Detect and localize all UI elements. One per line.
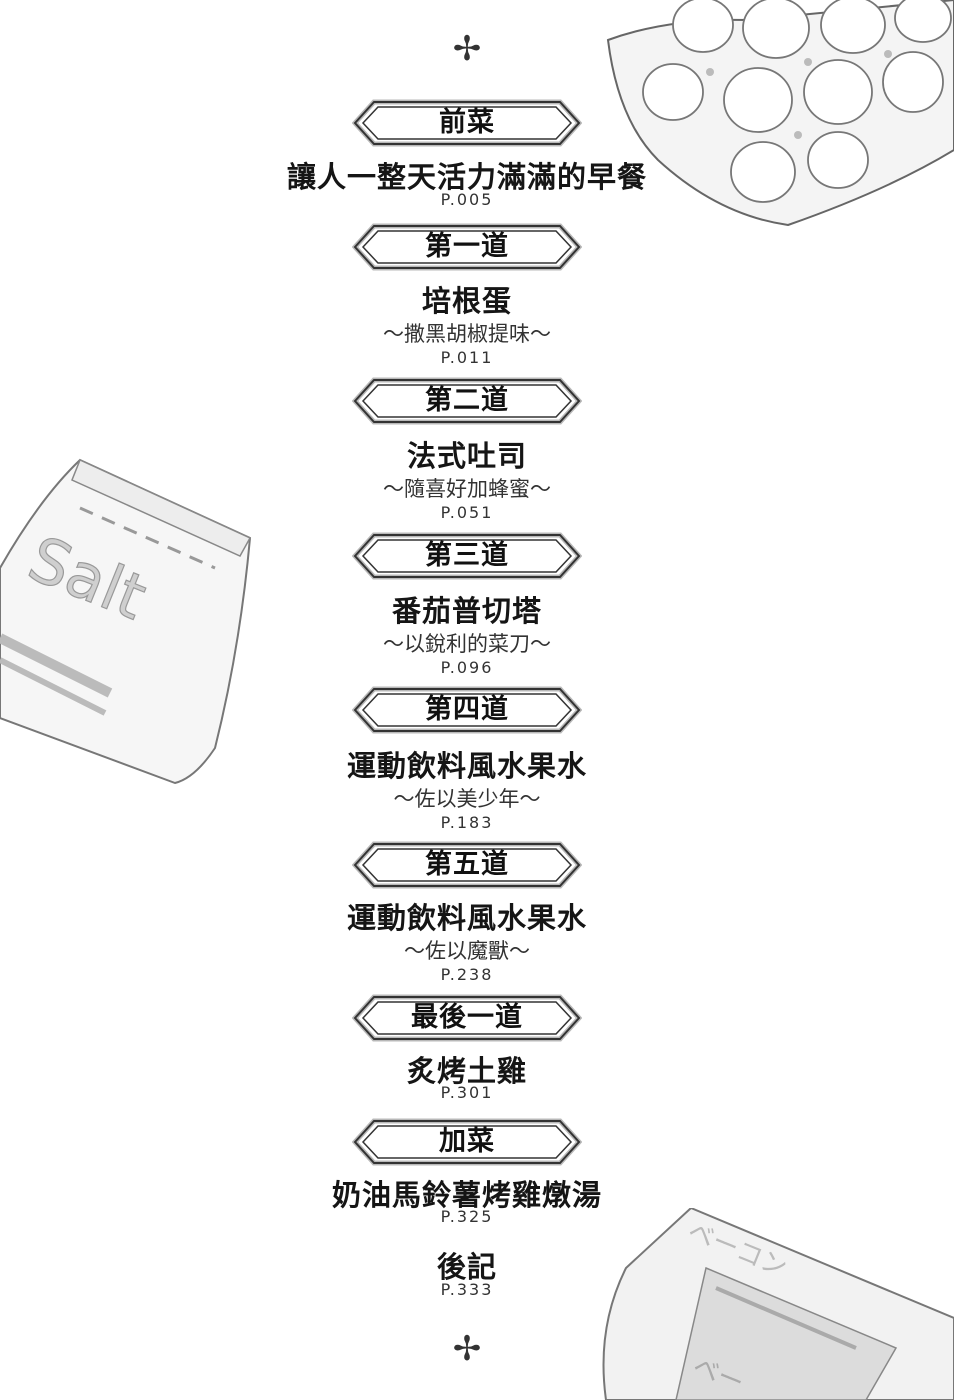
afterword-title: 後記 [436,1250,497,1284]
section-banner: 前菜 [352,99,582,147]
chapter-title: 番茄普切塔 [391,594,542,628]
page-number: P.301 [440,1083,494,1102]
chapter-subtitle: ～隨喜好加蜂蜜～ [383,477,551,501]
section-banner: 第一道 [352,223,582,271]
afterword-page-number: P.333 [440,1280,494,1299]
chapter-title: 法式吐司 [406,439,527,473]
bacon-package-illustration: ベーコン ベー [602,1208,954,1400]
section-banner: 第二道 [352,377,582,425]
top-star-ornament: ✢ [452,29,482,69]
section-banner: 最後一道 [352,994,582,1042]
chapter-subtitle: ～以銳利的菜刀～ [383,632,551,656]
chapter-title: 培根蛋 [421,284,512,318]
page-number: P.096 [440,658,494,677]
section-banner-label: 第四道 [425,694,509,725]
page-number: P.238 [440,965,494,984]
chapter-title: 運動飲料風水果水 [346,749,587,783]
section-banner-label: 第三道 [425,540,509,571]
page-number: P.005 [440,190,494,209]
chapter-subtitle: ～佐以魔獸～ [404,939,530,963]
chapter-title: 讓人一整天活力滿滿的早餐 [286,160,647,194]
chapter-title: 炙烤土雞 [406,1054,527,1088]
bottom-star-ornament: ✢ [452,1329,482,1369]
egg-carton-illustration [606,0,954,227]
section-banner: 第四道 [352,686,582,734]
salt-bag-illustration: Salt [0,458,252,785]
chapter-title: 運動飲料風水果水 [346,901,587,935]
section-banner-label: 加菜 [439,1126,495,1157]
chapter-title: 奶油馬鈴薯烤雞燉湯 [331,1178,602,1212]
chapter-subtitle: ～佐以美少年～ [393,787,541,811]
section-banner: 第五道 [352,841,582,889]
section-banner: 加菜 [352,1118,582,1166]
page-number: P.183 [440,813,494,832]
page-number: P.325 [440,1207,494,1226]
chapter-subtitle: ～撒黑胡椒提味～ [383,322,551,346]
section-banner: 第三道 [352,532,582,580]
section-banner-label: 最後一道 [411,1002,523,1033]
page-number: P.011 [440,348,494,367]
section-banner-label: 第一道 [425,231,509,262]
page-number: P.051 [440,503,494,522]
section-banner-label: 第二道 [425,385,509,416]
section-banner-label: 前菜 [439,107,495,138]
section-banner-label: 第五道 [425,849,509,880]
